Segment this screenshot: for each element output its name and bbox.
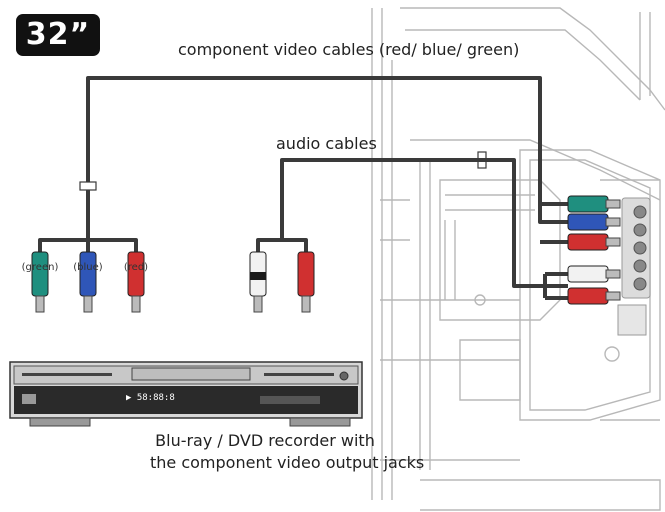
jack xyxy=(633,223,647,237)
plug-red xyxy=(297,251,315,297)
component-cables-label: component video cables (red/ blue/ green… xyxy=(178,40,520,59)
jack xyxy=(633,241,647,255)
plug-blue xyxy=(567,213,609,231)
plug-label-blue: (blue) xyxy=(73,262,103,273)
plug-green xyxy=(31,251,49,297)
device-audio-plugs xyxy=(249,251,315,313)
plug-red xyxy=(567,287,609,305)
plug-red xyxy=(127,251,145,297)
plug-red xyxy=(567,233,609,251)
caption-line-2: the component video output jacks xyxy=(150,453,425,472)
device-caption: Blu-ray / DVD recorder with the componen… xyxy=(150,430,425,474)
audio-cable xyxy=(256,158,568,300)
device-display-readout: ▶ 58:88:8 xyxy=(126,393,175,403)
jack xyxy=(633,259,647,273)
tv-audio-plugs xyxy=(567,265,621,305)
plug-label-green: (green) xyxy=(21,262,59,273)
screen-size-badge: 32” xyxy=(16,14,100,56)
plug-label-red: (red) xyxy=(123,262,149,273)
component-video-cable xyxy=(38,76,568,252)
tv-back-panel xyxy=(371,7,665,511)
device-component-plugs xyxy=(31,251,145,313)
plug-blue xyxy=(79,251,97,297)
tv-input-jacks xyxy=(617,197,651,336)
plug-green xyxy=(567,195,609,213)
caption-line-1: Blu-ray / DVD recorder with xyxy=(155,431,375,450)
audio-cables-label: audio cables xyxy=(276,134,377,153)
jack xyxy=(633,277,647,291)
bluray-recorder xyxy=(9,361,363,427)
tv-component-plugs xyxy=(567,195,621,251)
plug-white xyxy=(567,265,609,283)
jack xyxy=(633,205,647,219)
